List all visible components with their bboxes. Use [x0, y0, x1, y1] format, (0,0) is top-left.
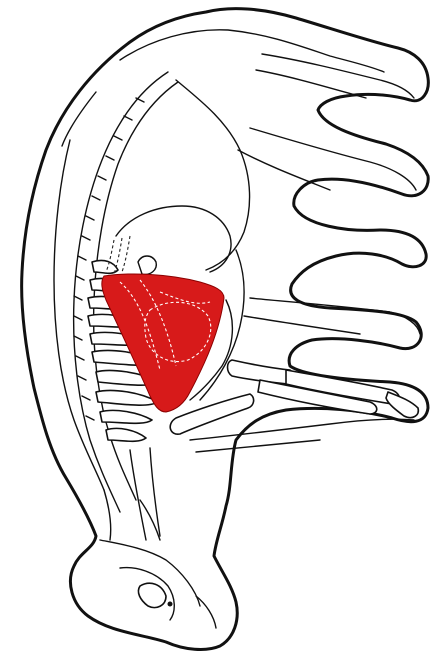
head: [100, 540, 216, 628]
body-outline: [22, 9, 429, 650]
fore-leg-lower: [190, 419, 414, 452]
eye: [168, 602, 173, 607]
rumen-outline: [176, 80, 250, 270]
stomach-chamber: [116, 206, 231, 272]
neck-vertebrae: [130, 448, 160, 540]
fore-leg-1: [244, 298, 420, 334]
hind-leg-lower: [238, 128, 416, 190]
small-organ: [138, 256, 156, 274]
hind-leg-upper: [256, 54, 414, 98]
neck-contour: [104, 490, 160, 540]
